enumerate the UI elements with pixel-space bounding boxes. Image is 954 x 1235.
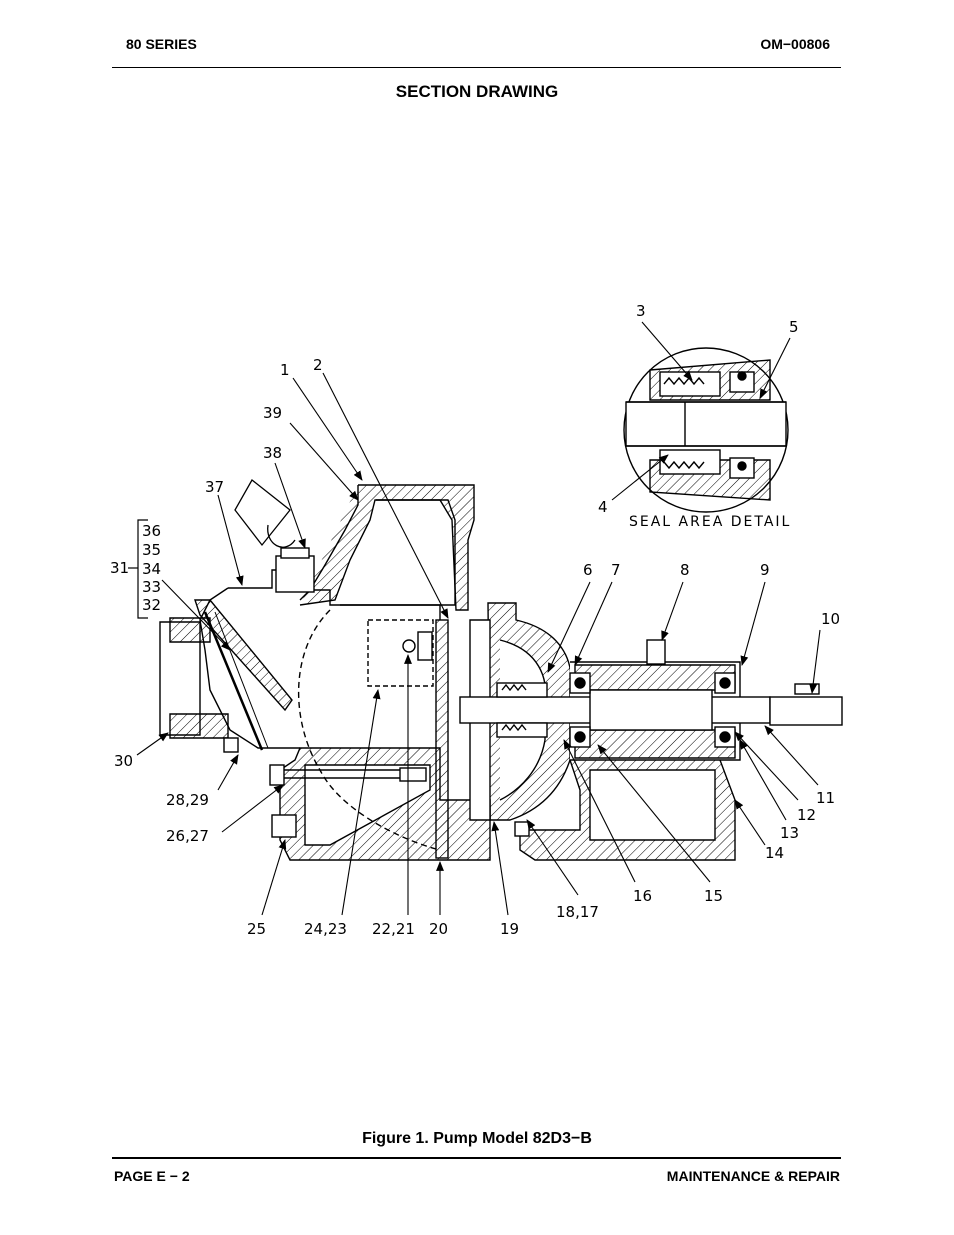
callout-11: 11	[816, 789, 835, 807]
warning-tag	[234, 479, 296, 548]
callout-38: 38	[263, 444, 282, 462]
callout-30: 30	[114, 752, 133, 770]
callout-22-21: 22,21	[372, 920, 415, 938]
callout-7: 7	[611, 561, 621, 579]
callout-20: 20	[429, 920, 448, 938]
callout-2: 2	[313, 356, 323, 374]
callout-6: 6	[583, 561, 593, 579]
figure-caption: Figure 1. Pump Model 82D3−B	[362, 1130, 592, 1147]
header-rule	[112, 67, 841, 68]
footer-rule	[112, 1157, 841, 1159]
callout-35: 35	[142, 541, 161, 559]
callout-13: 13	[780, 824, 799, 842]
seal-area-detail-caption: SEAL AREA DETAIL	[629, 514, 791, 530]
callout-leaders	[136, 321, 821, 916]
callout-33: 33	[142, 578, 161, 596]
pump-casing	[159, 484, 491, 861]
callout-16: 16	[633, 887, 652, 905]
bearing-housing	[223, 602, 843, 861]
callout-31: 31	[110, 559, 129, 577]
header-doc-number: OM−00806	[760, 36, 830, 52]
callout-39: 39	[263, 404, 282, 422]
callout-37: 37	[205, 478, 224, 496]
callout-10: 10	[821, 610, 840, 628]
callout-15: 15	[704, 887, 723, 905]
callout-14: 14	[765, 844, 784, 862]
callout-9: 9	[760, 561, 770, 579]
callout-19: 19	[500, 920, 519, 938]
footer-page-number: PAGE E − 2	[114, 1168, 190, 1184]
callout-34: 34	[142, 560, 161, 578]
callout-36: 36	[142, 522, 161, 540]
callout-31-bracket	[128, 519, 148, 619]
footer-section: MAINTENANCE & REPAIR	[666, 1168, 840, 1184]
callout-8: 8	[680, 561, 690, 579]
section-title: SECTION DRAWING	[395, 82, 559, 101]
callout-3: 3	[636, 302, 646, 320]
callout-32: 32	[142, 596, 161, 614]
callout-26-27: 26,27	[166, 827, 209, 845]
callout-1: 1	[280, 361, 290, 379]
header-series: 80 SERIES	[126, 36, 197, 52]
callout-labels: 1 2 39 38 37 36 35 34 33 32 31 30 28,29 …	[110, 302, 840, 938]
seal-area-detail	[623, 347, 789, 513]
callout-25: 25	[247, 920, 266, 938]
callout-4: 4	[598, 498, 608, 516]
callout-28-29: 28,29	[166, 791, 209, 809]
callout-18-17: 18,17	[556, 903, 599, 921]
callout-5: 5	[789, 318, 799, 336]
callout-24-23: 24,23	[304, 920, 347, 938]
callout-12: 12	[797, 806, 816, 824]
